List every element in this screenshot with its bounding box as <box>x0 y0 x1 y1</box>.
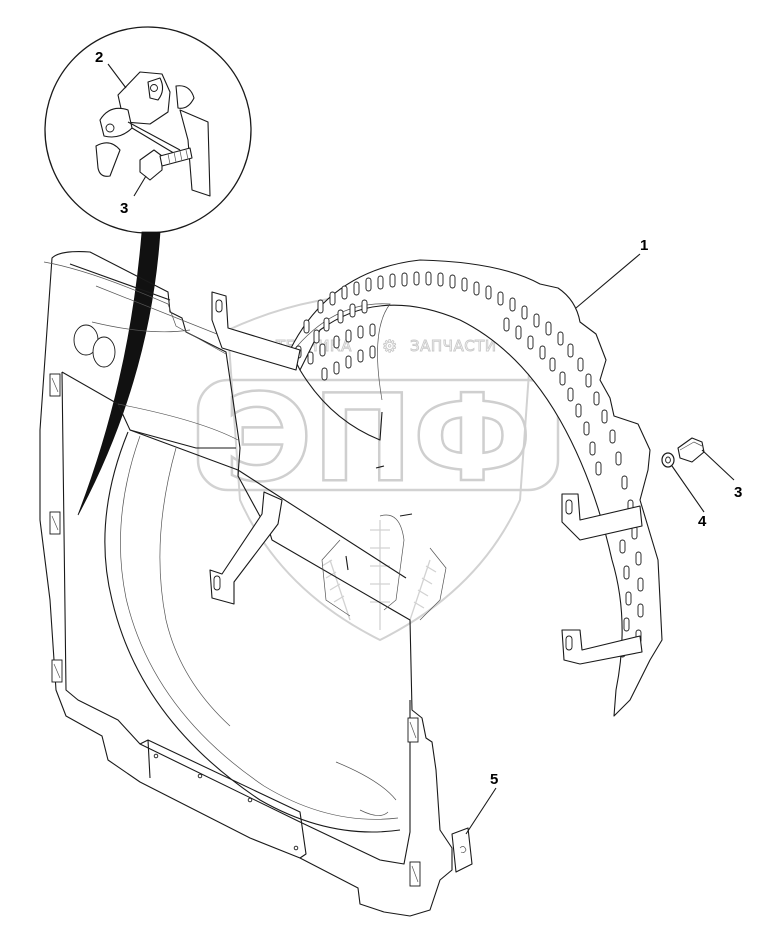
callout-1: 1 <box>640 237 648 254</box>
detail-inset-circle <box>44 26 252 234</box>
leader-3b <box>701 449 735 481</box>
fan-ring-part-1 <box>209 259 663 717</box>
shroud-outer-outline <box>39 251 453 917</box>
fan-ring-perforations <box>295 271 644 658</box>
fan-ring-bracket-lower-right <box>561 629 643 665</box>
leader-5 <box>465 787 497 835</box>
leader-3a <box>133 175 147 197</box>
callout-2: 2 <box>95 49 103 66</box>
bolt-part-3-detail <box>139 147 193 181</box>
watermark-banner <box>196 378 560 492</box>
watermark-gear-icon: ⚙ <box>382 337 398 357</box>
fan-ring-bracket-right <box>561 493 643 541</box>
fan-ring-bracket-upper-left <box>211 291 301 371</box>
shroud-fan-opening <box>104 431 401 833</box>
washer-part-4 <box>661 452 675 468</box>
fan-ring-bracket-mid-left <box>209 491 283 605</box>
leader-2 <box>107 63 127 89</box>
shroud-bottom-rail <box>139 739 307 859</box>
detail-leader-tail <box>77 231 161 516</box>
detail-inset: 2 3 <box>44 26 252 516</box>
watermark-wheat-icon <box>321 520 437 630</box>
callout-3a: 3 <box>120 200 128 217</box>
callout-4: 4 <box>698 513 707 530</box>
clip-part-2 <box>95 71 211 197</box>
plate-part-5 <box>451 827 473 873</box>
fan-ring-outline <box>289 259 663 717</box>
leader-4 <box>671 465 705 513</box>
callout-3b: 3 <box>734 484 742 501</box>
callouts: 1 3 4 5 <box>465 237 742 835</box>
watermark-right-text: ЗАПЧАСТИ <box>410 337 497 355</box>
callout-5: 5 <box>490 771 498 788</box>
leader-1 <box>575 253 641 309</box>
radiator-shroud <box>39 251 453 917</box>
bolt-part-3 <box>677 437 705 463</box>
